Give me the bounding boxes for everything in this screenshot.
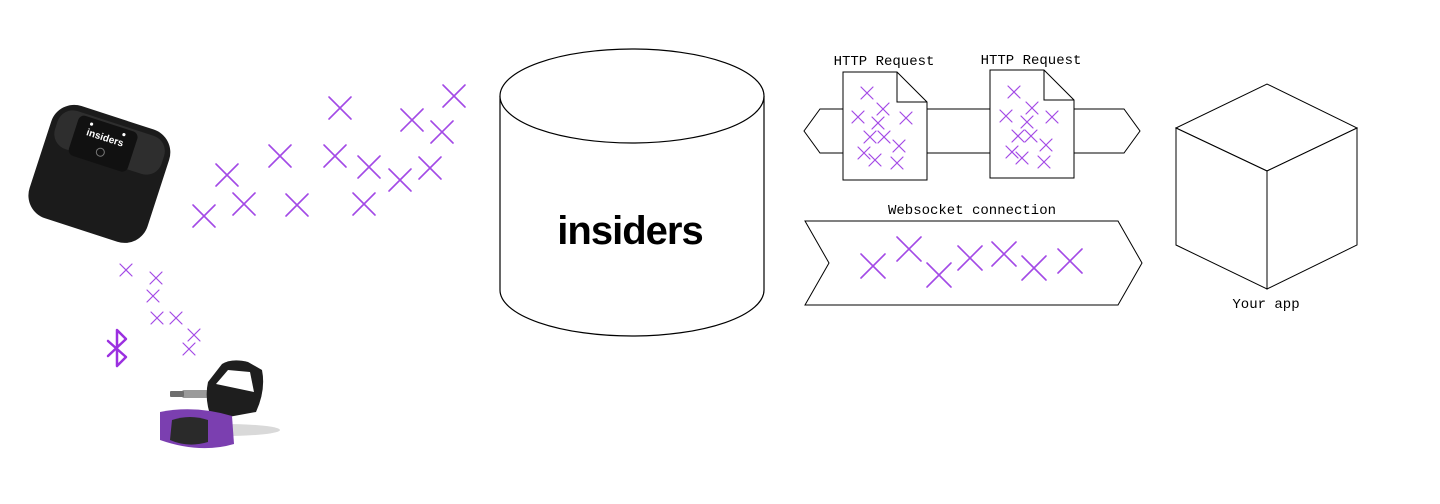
x-mark-http1 <box>863 130 877 144</box>
x-mark-http1 <box>890 156 904 170</box>
x-mark-websocket <box>1057 248 1083 274</box>
app-cube <box>1174 83 1359 290</box>
x-mark-tracker <box>323 144 347 168</box>
x-mark-http1 <box>868 153 882 167</box>
x-mark-http2 <box>1007 85 1021 99</box>
x-mark-bluetooth <box>150 311 164 325</box>
x-mark-tracker <box>192 204 216 228</box>
x-mark-tracker <box>430 120 454 144</box>
x-mark-http1 <box>860 86 874 100</box>
x-mark-tracker <box>352 192 376 216</box>
x-mark-http1 <box>899 111 913 125</box>
x-mark-http2 <box>1037 155 1051 169</box>
x-mark-tracker <box>268 144 292 168</box>
x-mark-tracker <box>285 193 309 217</box>
x-mark-bluetooth <box>169 311 183 325</box>
x-mark-bluetooth <box>187 328 201 342</box>
x-mark-http2 <box>1024 129 1038 143</box>
x-mark-bluetooth <box>146 289 160 303</box>
x-mark-websocket <box>926 262 952 288</box>
data-marks <box>119 84 1083 356</box>
http-request-label-2: HTTP Request <box>981 53 1082 69</box>
database-logo: insiders <box>557 209 702 253</box>
x-mark-http2 <box>1015 151 1029 165</box>
x-mark-websocket <box>1021 255 1047 281</box>
x-mark-http1 <box>877 130 891 144</box>
websocket-label: Websocket connection <box>888 203 1056 219</box>
x-mark-bluetooth <box>119 263 133 277</box>
app-label: Your app <box>1232 297 1299 313</box>
x-mark-websocket <box>991 241 1017 267</box>
x-mark-tracker <box>400 108 424 132</box>
bluetooth-icon <box>106 328 128 368</box>
tracker-device: insiders <box>28 104 171 243</box>
x-mark-websocket <box>896 236 922 262</box>
x-mark-http2 <box>1039 138 1053 152</box>
x-mark-bluetooth <box>149 271 163 285</box>
x-mark-http2 <box>999 109 1013 123</box>
x-mark-websocket <box>957 245 983 271</box>
database-cylinder <box>499 48 765 337</box>
x-mark-http2 <box>1011 129 1025 143</box>
http-request-label-1: HTTP Request <box>834 54 935 70</box>
x-mark-tracker <box>418 156 442 180</box>
x-mark-http2 <box>1045 110 1059 124</box>
x-mark-http1 <box>851 110 865 124</box>
x-mark-http2 <box>1020 115 1034 129</box>
http-request-document-1 <box>842 71 928 181</box>
sensor-pedal-strap <box>160 360 280 449</box>
x-mark-tracker <box>388 168 412 192</box>
websocket-pipe <box>804 220 1143 306</box>
x-mark-tracker <box>215 163 239 187</box>
x-mark-http1 <box>871 116 885 130</box>
x-mark-http2 <box>1025 101 1039 115</box>
x-mark-tracker <box>357 155 381 179</box>
x-mark-tracker <box>328 96 352 120</box>
x-mark-tracker <box>442 84 466 108</box>
x-mark-http1 <box>892 139 906 153</box>
x-mark-bluetooth <box>182 342 196 356</box>
x-mark-http1 <box>857 146 871 160</box>
x-mark-tracker <box>232 192 256 216</box>
x-mark-http2 <box>1005 145 1019 159</box>
x-mark-websocket <box>860 253 886 279</box>
x-mark-http1 <box>876 102 890 116</box>
http-request-document-2 <box>989 69 1075 179</box>
